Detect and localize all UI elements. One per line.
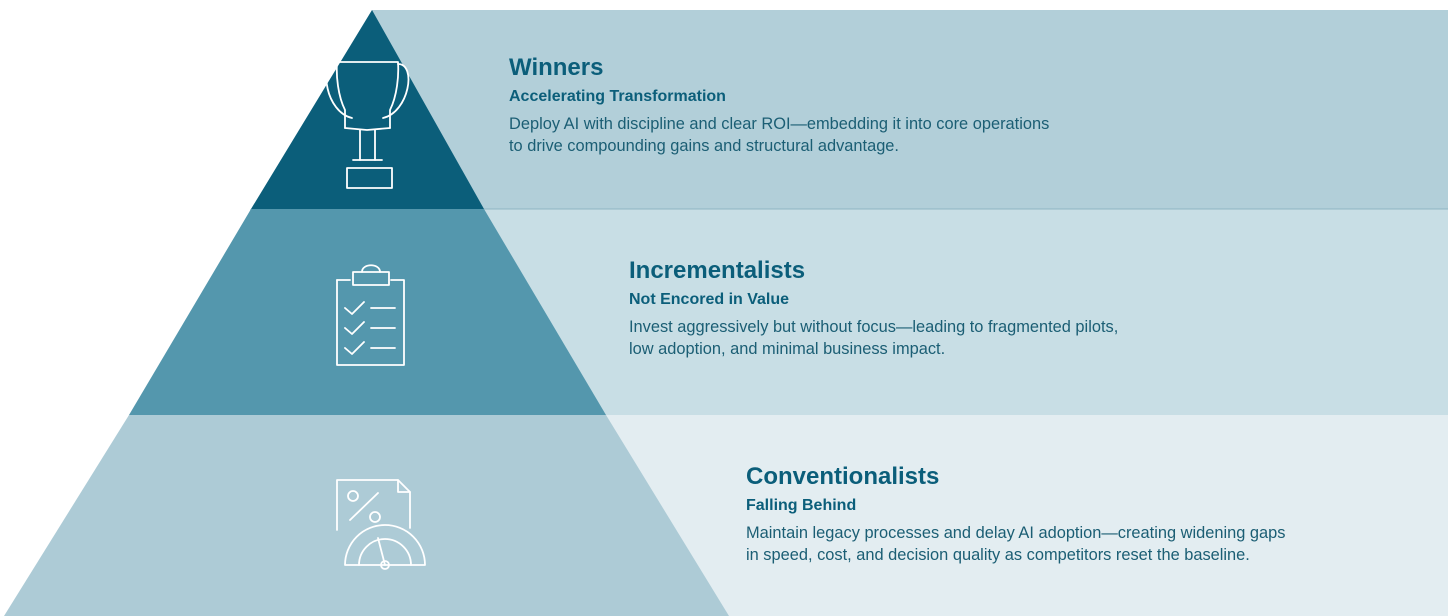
pyramid-tier-3 — [4, 415, 729, 616]
tier-1-title: Winners — [509, 54, 604, 81]
percent-gauge-icon — [336, 479, 426, 570]
tier-3-title: Conventionalists — [746, 463, 940, 490]
tier-2-text: Incrementalists Not Encored in Value Inv… — [629, 256, 1118, 360]
trophy-icon — [325, 61, 410, 189]
pyramid-tier-1 — [251, 10, 484, 209]
pyramid-tier-2 — [129, 209, 606, 415]
tier-3-subtitle: Falling Behind — [746, 497, 857, 514]
tier-2-description-line: Invest aggressively but without focus—le… — [629, 318, 1119, 336]
tier-1-description-line: Deploy AI with discipline and clear ROI—… — [509, 115, 1050, 133]
clipboard-checklist-icon — [336, 264, 405, 366]
tier-3-description-line: Maintain legacy processes and delay AI a… — [746, 524, 1286, 542]
tier-3-description-line: in speed, cost, and decision quality as … — [746, 546, 1250, 564]
tier-1-text: Winners Accelerating Transformation Depl… — [509, 53, 1049, 157]
tier-1-description-line: to drive compounding gains and structura… — [509, 137, 899, 155]
tier-1-description: Deploy AI with discipline and clear ROI—… — [509, 113, 1049, 157]
tier-2-title: Incrementalists — [629, 257, 806, 284]
tier-2-description-line: low adoption, and minimal business impac… — [629, 340, 946, 358]
tier-2-description: Invest aggressively but without focus—le… — [629, 316, 1118, 360]
tier-3-text: Conventionalists Falling Behind Maintain… — [746, 462, 1285, 566]
tier-3-description: Maintain legacy processes and delay AI a… — [746, 522, 1285, 566]
tier-2-subtitle: Not Encored in Value — [629, 291, 790, 308]
tier-1-subtitle: Accelerating Transformation — [509, 88, 726, 105]
band-tier-1 — [372, 10, 1448, 209]
